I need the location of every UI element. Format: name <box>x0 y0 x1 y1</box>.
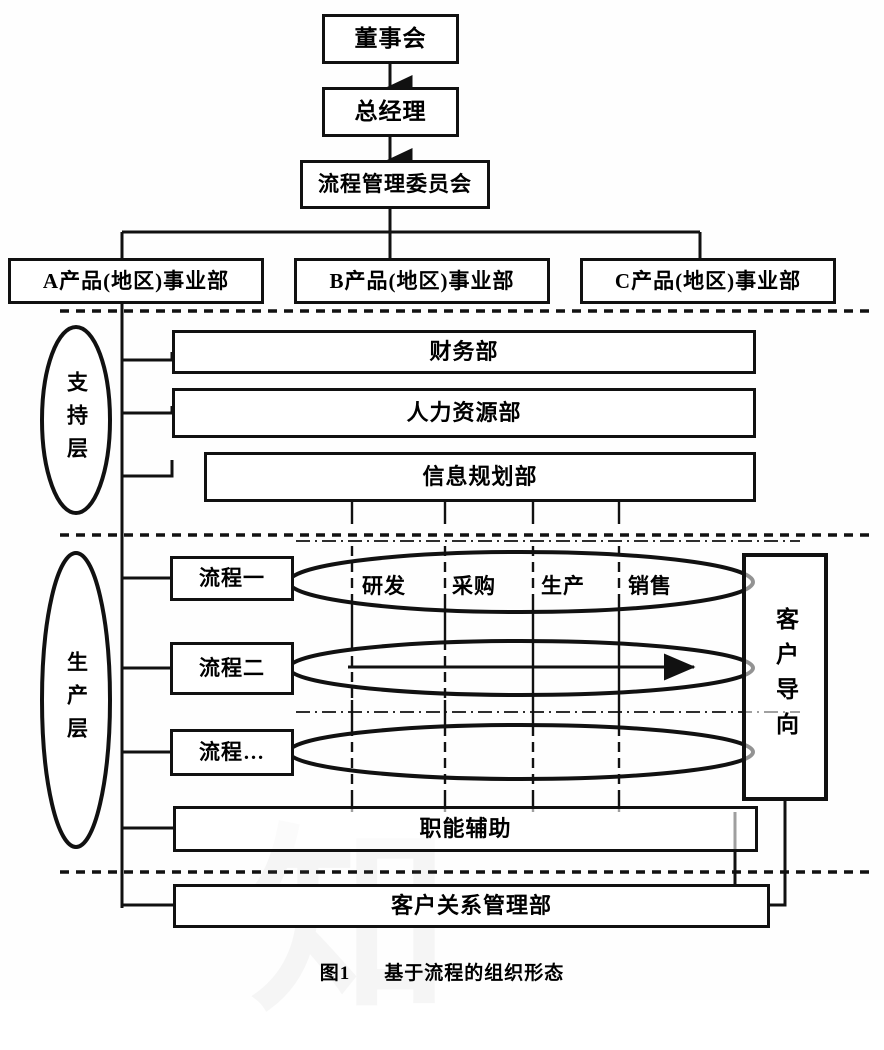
node-division-a[interactable]: A产品(地区)事业部 <box>8 258 264 304</box>
node-label: 财务部 <box>429 339 499 365</box>
node-hr-department[interactable]: 人力资源部 <box>172 388 756 438</box>
organization-chart-figure: 知 <box>0 14 884 1036</box>
node-label: 总经理 <box>354 98 427 124</box>
node-label: 流程管理委员会 <box>318 172 472 197</box>
node-label: 流程… <box>199 740 265 765</box>
node-process-one[interactable]: 流程一 <box>170 556 294 601</box>
support-layer-label-wrap: 支持层 <box>38 322 114 518</box>
node-process-more[interactable]: 流程… <box>170 729 294 776</box>
node-label: 职能辅助 <box>419 816 512 842</box>
support-layer-label: 支持层 <box>64 370 89 470</box>
node-division-c[interactable]: C产品(地区)事业部 <box>580 258 836 304</box>
watermark-decoration: 知 <box>250 760 510 1036</box>
support-layer-ellipse <box>40 325 112 515</box>
node-label: 人力资源部 <box>406 400 522 426</box>
production-layer-label: 生产层 <box>64 650 89 750</box>
value-chain-step-rd: 研发 <box>362 574 406 598</box>
value-chain-step-sales: 销售 <box>628 574 672 598</box>
node-process-management-committee[interactable]: 流程管理委员会 <box>300 160 490 209</box>
node-label: 董事会 <box>354 25 427 51</box>
node-general-manager[interactable]: 总经理 <box>322 87 459 137</box>
figure-title: 基于流程的组织形态 <box>384 963 565 984</box>
node-label: 流程一 <box>199 566 265 591</box>
node-label: 客户关系管理部 <box>390 893 552 919</box>
node-board-of-directors[interactable]: 董事会 <box>322 14 459 64</box>
production-layer-ellipse <box>40 551 112 849</box>
node-label: 流程二 <box>199 656 265 681</box>
node-label: A产品(地区)事业部 <box>42 268 230 293</box>
node-crm-department[interactable]: 客户关系管理部 <box>173 884 770 928</box>
figure-number: 图1 <box>319 963 351 984</box>
node-information-planning-department[interactable]: 信息规划部 <box>204 452 756 502</box>
node-division-b[interactable]: B产品(地区)事业部 <box>294 258 550 304</box>
node-customer-orientation[interactable]: 客户导向 <box>742 553 828 801</box>
node-label: B产品(地区)事业部 <box>329 268 515 293</box>
node-functional-support[interactable]: 职能辅助 <box>173 806 758 852</box>
node-finance-department[interactable]: 财务部 <box>172 330 756 374</box>
node-label: 信息规划部 <box>422 464 538 490</box>
node-label: C产品(地区)事业部 <box>614 268 802 293</box>
customer-orientation-label: 客户导向 <box>772 607 798 747</box>
production-layer-label-wrap: 生产层 <box>38 550 114 850</box>
node-process-two[interactable]: 流程二 <box>170 642 294 695</box>
figure-caption: 图1 基于流程的组织形态 <box>0 958 884 985</box>
value-chain-step-production: 生产 <box>541 574 585 598</box>
value-chain-step-procurement: 采购 <box>452 574 496 598</box>
